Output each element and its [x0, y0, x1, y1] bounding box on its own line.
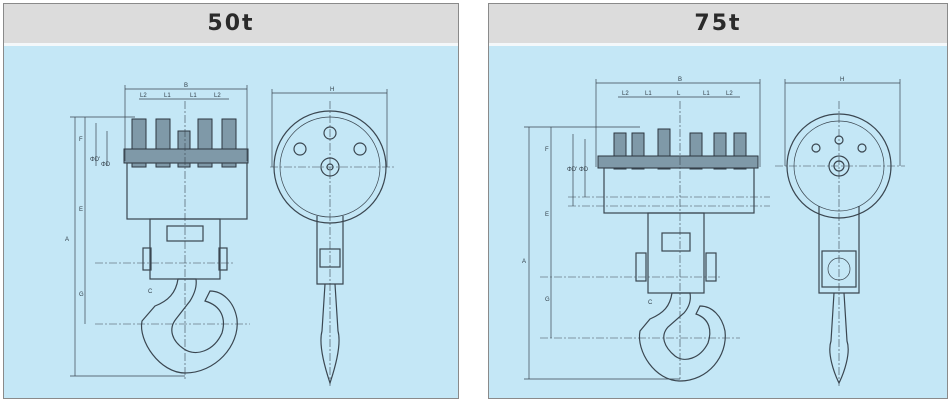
sheaves — [597, 128, 759, 170]
hook-block-drawing-50t: B L2 L1 L1 L2 A F E G ΦD' ΦD C — [65, 83, 395, 386]
dim-B: B — [678, 77, 682, 83]
hook-block-drawing-75t: B L2 L1 L L1 L2 A F E G ΦD' ΦD C — [522, 77, 905, 386]
dim-D-prime: ΦD' — [567, 167, 577, 173]
dim-D-prime: ΦD' — [90, 157, 100, 163]
dim-F: F — [79, 137, 83, 143]
dim-L2: L2 — [726, 91, 733, 97]
hook — [140, 278, 238, 374]
dim-C: C — [648, 300, 653, 306]
dim-D: ΦD — [101, 162, 111, 168]
side-view-hook — [320, 283, 340, 385]
dim-H: H — [330, 87, 334, 93]
dim-L2: L2 — [140, 93, 147, 99]
dim-L1: L1 — [645, 91, 652, 97]
side-view-hook — [829, 292, 849, 385]
panel-title: 50t — [4, 4, 458, 46]
dim-G: G — [545, 297, 550, 303]
dim-D: ΦD — [579, 167, 589, 173]
sheaves — [123, 118, 249, 168]
dim-E: E — [545, 212, 549, 218]
panel-75t: 75t B — [488, 3, 948, 399]
panel-title: 75t — [489, 4, 947, 46]
dim-F: F — [545, 147, 549, 153]
dim-C: C — [148, 289, 153, 295]
block-body — [126, 162, 248, 220]
dim-A: A — [522, 259, 526, 265]
panel-50t: 50t B — [3, 3, 459, 399]
dim-L1: L1 — [164, 93, 171, 99]
dim-L1: L1 — [190, 93, 197, 99]
dim-L2: L2 — [214, 93, 221, 99]
dim-E: E — [79, 207, 83, 213]
dim-G: G — [79, 292, 84, 298]
dim-A: A — [65, 237, 69, 243]
dim-B: B — [184, 83, 188, 89]
dim-L1: L1 — [703, 91, 710, 97]
dim-H: H — [840, 77, 844, 83]
dim-L: L — [677, 91, 681, 97]
dim-L2: L2 — [622, 91, 629, 97]
hook — [638, 292, 726, 382]
side-view-strap — [818, 206, 860, 294]
side-view-strap — [316, 216, 344, 285]
